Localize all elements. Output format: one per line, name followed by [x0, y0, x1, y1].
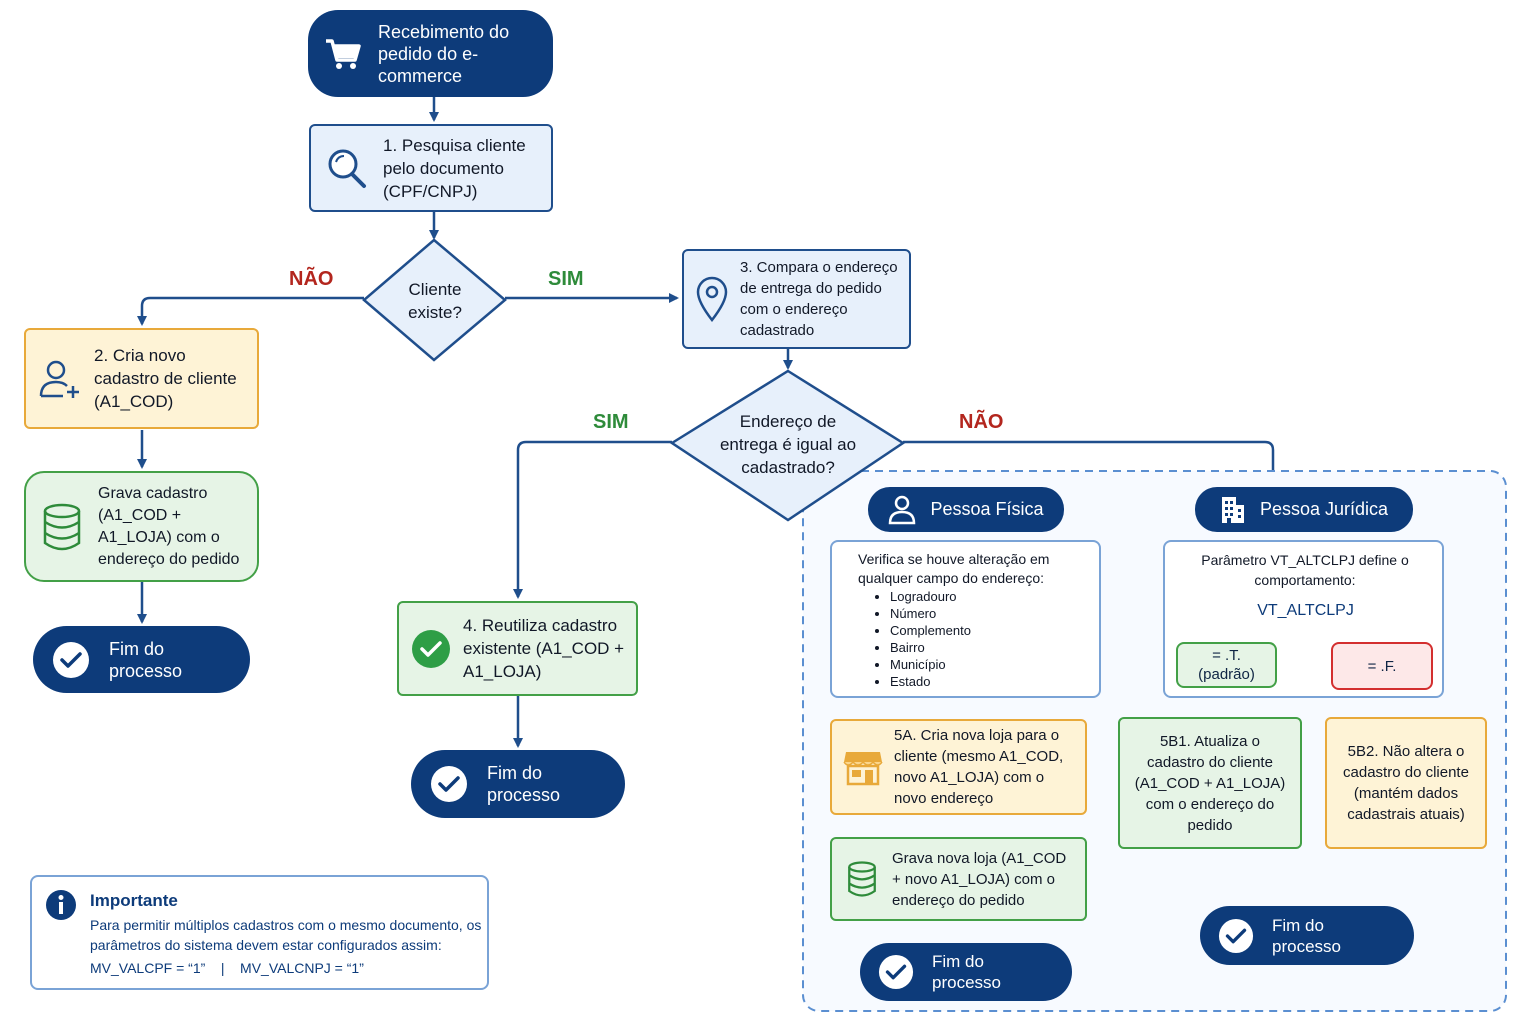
end-node-2-text: Fim do processo [487, 763, 561, 805]
label-yes-decision-2: SIM [593, 411, 629, 433]
magnifier-icon [311, 145, 383, 191]
database-icon [832, 860, 892, 898]
note-title: Importante [90, 891, 178, 910]
step-5b2-text: 5B2. Não altera o cadastro do cliente (m… [1343, 743, 1469, 823]
store-icon [832, 748, 894, 786]
save-new-store: Grava nova loja (A1_COD + novo A1_LOJA) … [830, 837, 1087, 921]
end-node-1-text: Fim do processo [109, 638, 183, 681]
note-text: Para permitir múltiplos cadastros com o … [90, 917, 482, 953]
building-icon [1220, 495, 1246, 525]
step-3-compare-address: 3. Compara o endereço de entrega do pedi… [682, 249, 911, 349]
label-yes-decision-1: SIM [548, 268, 584, 290]
decision-diamond-client-exists [362, 238, 507, 362]
save-new-client: Grava cadastro (A1_COD + A1_LOJA) com o … [24, 471, 259, 582]
note-params: MV_VALCPF = “1” | MV_VALCNPJ = “1” [90, 960, 364, 976]
check-circle-icon [33, 641, 109, 679]
check-circle-icon [399, 629, 463, 669]
decision-1-text: Cliente existe? [408, 280, 462, 322]
step-4-reuse-client: 4. Reutiliza cadastro existente (A1_COD … [397, 601, 638, 696]
check-circle-icon [860, 954, 932, 990]
decision-diamond-address-equal [669, 369, 906, 522]
pessoa-fisica-panel: Verifica se houve alteração em qualquer … [830, 540, 1101, 698]
end-node-1: Fim do processo [33, 626, 250, 693]
address-field: Logradouro [890, 588, 1093, 605]
pessoa-fisica-header: Pessoa Física [868, 487, 1064, 532]
step-2-text: 2. Cria novo cadastro de cliente (A1_COD… [94, 346, 237, 411]
decision-2-text: Endereço de entrega é igual ao cadastrad… [719, 412, 857, 477]
address-fields-list: Logradouro Número Complemento Bairro Mun… [858, 588, 1093, 690]
info-icon [45, 889, 77, 921]
check-circle-icon [411, 765, 487, 803]
end-node-2: Fim do processo [411, 750, 625, 818]
end-node-3: Fim do processo [860, 943, 1072, 1001]
address-field: Bairro [890, 639, 1093, 656]
important-note: Importante Para permitir múltiplos cadas… [30, 875, 489, 990]
step-2-create-client: 2. Cria novo cadastro de cliente (A1_COD… [24, 328, 259, 429]
check-circle-icon [1200, 918, 1272, 954]
person-icon [888, 495, 916, 525]
step-5b1-update-client: 5B1. Atualiza o cadastro do cliente (A1_… [1118, 717, 1302, 849]
pessoa-juridica-header: Pessoa Jurídica [1195, 487, 1413, 532]
pessoa-fisica-intro: Verifica se houve alteração em qualquer … [858, 551, 1050, 586]
step-3-text: 3. Compara o endereço de entrega do pedi… [740, 259, 898, 339]
label-no-decision-1: NÃO [289, 268, 334, 290]
step-5a-create-store: 5A. Cria nova loja para o cliente (mesmo… [830, 719, 1087, 815]
option-false: = .F. [1331, 642, 1433, 690]
label-no-decision-2: NÃO [959, 411, 1004, 433]
end-node-3-text: Fim do processo [932, 952, 1001, 992]
database-icon [26, 503, 98, 551]
pessoa-fisica-title: Pessoa Física [930, 499, 1044, 519]
step-1-search-client: 1. Pesquisa cliente pelo documento (CPF/… [309, 124, 553, 212]
save-new-text: Grava cadastro (A1_COD + A1_LOJA) com o … [98, 484, 240, 568]
end-node-4-text: Fim do processo [1272, 915, 1341, 956]
address-field: Número [890, 605, 1093, 622]
start-node: Recebimento do pedido do e-commerce [308, 10, 553, 97]
step-1-text: 1. Pesquisa cliente pelo documento (CPF/… [383, 135, 526, 201]
address-field: Complemento [890, 622, 1093, 639]
address-field: Estado [890, 673, 1093, 690]
start-node-text: Recebimento do pedido do e-commerce [378, 21, 510, 86]
cart-icon [308, 34, 378, 74]
pessoa-juridica-intro: Parâmetro VT_ALTCLPJ define o comportame… [1201, 552, 1409, 588]
end-node-4: Fim do processo [1200, 906, 1414, 965]
option-true-default: = .T. (padrão) [1176, 642, 1277, 688]
step-5a-text: 5A. Cria nova loja para o cliente (mesmo… [894, 727, 1064, 807]
step-4-text: 4. Reutiliza cadastro existente (A1_COD … [463, 616, 625, 681]
user-plus-icon [26, 356, 94, 402]
address-field: Município [890, 656, 1093, 673]
save-store-text: Grava nova loja (A1_COD + novo A1_LOJA) … [892, 849, 1067, 909]
param-name: VT_ALTCLPJ [1257, 602, 1354, 619]
location-pin-icon [684, 276, 740, 322]
step-5b1-text: 5B1. Atualiza o cadastro do cliente (A1_… [1134, 732, 1286, 834]
step-5b2-keep-client: 5B2. Não altera o cadastro do cliente (m… [1325, 717, 1487, 849]
pessoa-juridica-title: Pessoa Jurídica [1259, 499, 1389, 519]
